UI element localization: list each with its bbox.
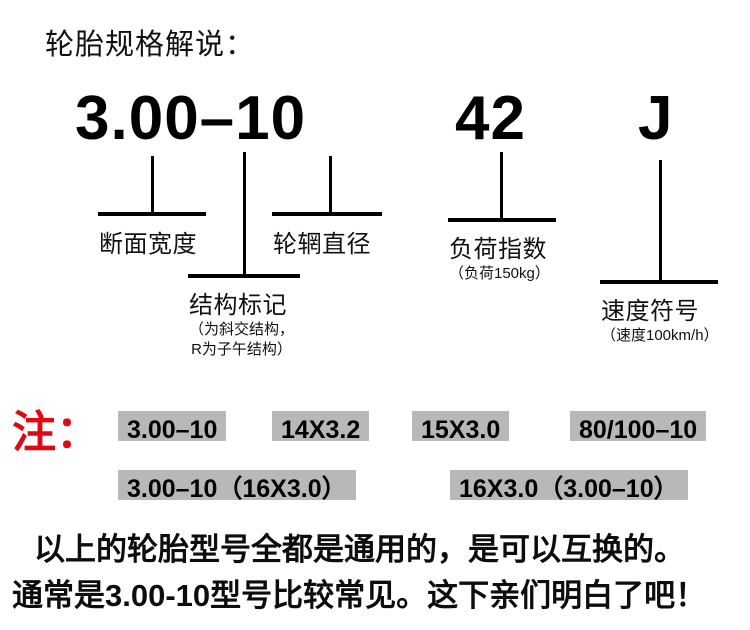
callout-section-width-label: 断面宽度	[99, 231, 197, 258]
leader-vline-rim-diameter	[329, 156, 332, 214]
callout-load-index-label: 负荷指数	[449, 236, 547, 263]
callout-construction-mark-sub-line2: R为子午结构）	[191, 341, 292, 359]
callout-load-index: 负荷指数 （负荷150kg）	[449, 229, 550, 284]
equivalent-size-chip: 3.00–10	[118, 411, 227, 444]
callout-construction-mark: 结构标记 （为斜交结构， R为子午结构）	[189, 285, 294, 361]
leader-hline-construction	[188, 274, 300, 278]
leader-hline-speed-symbol	[600, 280, 718, 284]
leader-vline-construction	[243, 152, 246, 276]
conclusion-line-2: 通常是3.00-10型号比较常见。这下亲们明白了吧！	[12, 578, 707, 613]
callout-rim-diameter: 轮辋直径	[273, 224, 371, 259]
leader-hline-section-width	[98, 212, 206, 216]
leader-hline-load-index	[448, 218, 556, 222]
callout-speed-symbol-sub: （速度100km/h）	[601, 327, 719, 344]
callout-load-index-sub: （负荷150kg）	[449, 265, 550, 282]
conclusion-line-1: 以上的轮胎型号全都是通用的，是可以互换的。	[34, 532, 685, 567]
callout-section-width: 断面宽度	[99, 224, 197, 259]
callout-rim-diameter-label: 轮辋直径	[273, 231, 371, 258]
callout-construction-mark-sub-line1: （为斜交结构，	[189, 321, 295, 338]
spec-size-code: 3.00–10	[75, 84, 307, 153]
note-marker: 注：	[12, 408, 100, 457]
equivalent-size-chip: 15X3.0	[412, 411, 510, 444]
leader-vline-load-index	[500, 152, 503, 220]
leader-vline-speed-symbol	[659, 160, 662, 282]
callout-speed-symbol-label: 速度符号	[601, 298, 699, 325]
spec-speed-symbol: J	[638, 84, 674, 153]
page-title: 轮胎规格解说：	[45, 29, 256, 61]
callout-speed-symbol: 速度符号 （速度100km/h）	[601, 291, 719, 346]
equivalent-size-chip: 16X3.0（3.00–10）	[450, 470, 688, 503]
equivalent-size-chip: 80/100–10	[570, 411, 707, 444]
equivalent-size-chip: 3.00–10（16X3.0）	[118, 470, 356, 503]
spec-load-index: 42	[455, 84, 526, 153]
leader-vline-section-width	[151, 156, 154, 214]
callout-construction-mark-label: 结构标记	[189, 292, 287, 319]
equivalent-size-chip: 14X3.2	[272, 411, 370, 444]
leader-hline-rim-diameter	[272, 212, 382, 216]
